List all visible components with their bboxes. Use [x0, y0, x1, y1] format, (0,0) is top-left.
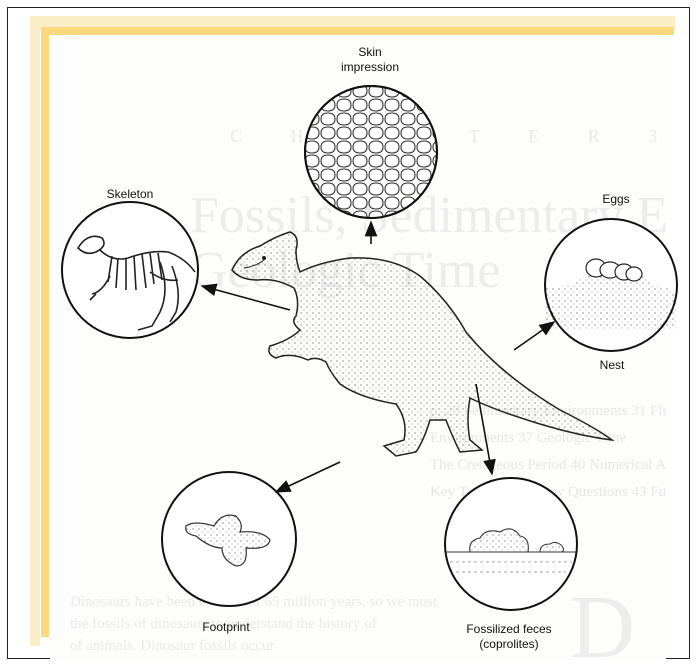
eggs-nest-circle — [545, 219, 677, 351]
arrow-to-eggs — [514, 322, 554, 350]
footprint-label: Footprint — [184, 620, 268, 635]
nest-label: Nest — [588, 358, 636, 373]
skeleton-label: Skeleton — [98, 187, 162, 202]
skin-label-line1: Skin — [330, 45, 410, 60]
feces-label-line1: Fossilized feces — [444, 622, 574, 637]
eggs-label: Eggs — [593, 192, 639, 207]
coprolites-label: Fossilized feces (coprolites) — [444, 622, 574, 652]
skeleton-circle — [62, 202, 198, 338]
skin-label-line2: impression — [330, 60, 410, 75]
arrow-to-footprint — [276, 462, 340, 492]
skin-impression-circle — [305, 86, 437, 218]
arrow-to-skeleton — [202, 286, 290, 310]
skin-impression-label: Skin impression — [330, 45, 410, 75]
coprolites-circle — [445, 478, 577, 610]
feces-label-line2: (coprolites) — [444, 637, 574, 652]
footprint-circle — [162, 472, 296, 606]
